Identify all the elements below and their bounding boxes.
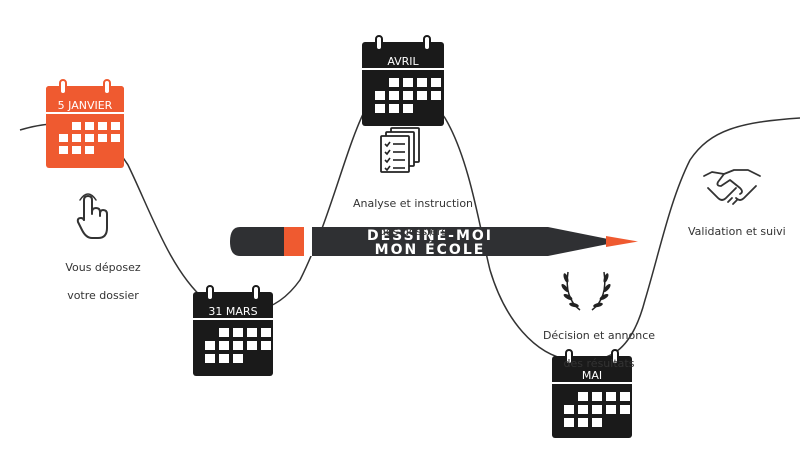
calendar-ring — [423, 35, 431, 51]
step-analysis-label: Analyse et instruction des dossiers — [340, 183, 486, 253]
calendar-ring — [59, 79, 67, 95]
calendar-ring — [103, 79, 111, 95]
step-decision-line2: des résultats — [563, 357, 635, 370]
step-decision-line1: Décision et annonce — [542, 329, 656, 342]
calendar-5-janvier: 5 JANVIER — [46, 79, 124, 168]
step-deposit-label: Vous déposez votre dossier — [50, 247, 156, 317]
handshake-icon — [703, 169, 761, 205]
timeline-curve — [19, 87, 800, 362]
pencil-band — [284, 227, 304, 256]
calendar-avril: AVRIL — [362, 35, 444, 126]
calendar-mai: MAI — [552, 349, 632, 438]
calendar-ring — [375, 35, 383, 51]
calendar-label: 5 JANVIER — [58, 99, 113, 112]
calendar-ring — [565, 349, 573, 365]
laurel-wreath-icon — [561, 271, 611, 311]
calendar-ring — [252, 285, 260, 301]
pencil-tip-lead — [606, 236, 638, 247]
calendar-ring — [206, 285, 214, 301]
pencil-tip-wood — [548, 227, 608, 256]
calendar-ring — [611, 349, 619, 365]
calendar-label: MAI — [582, 369, 602, 382]
calendar-31-mars: 31 MARS — [193, 285, 273, 376]
step-deposit-line2: votre dossier — [67, 289, 139, 302]
calendar-label: AVRIL — [387, 55, 419, 68]
hand-pointer-icon — [76, 193, 108, 239]
pencil-banner: DESSINE-MOI MON ÉCOLE — [230, 227, 638, 258]
step-validation-label: Validation et suivi — [688, 211, 800, 253]
calendar-label: 31 MARS — [208, 305, 257, 318]
step-decision-label: Décision et annonce des résultats — [528, 315, 670, 385]
step-validation-line1: Validation et suivi — [688, 225, 786, 238]
step-analysis-line1: Analyse et instruction — [352, 197, 474, 210]
step-deposit-line1: Vous déposez — [65, 261, 141, 274]
banner-line2: MON ÉCOLE — [375, 241, 486, 258]
step-analysis-line2: des dossiers — [378, 225, 448, 238]
documents-checklist-icon — [380, 127, 420, 173]
banner-line1: DESSINE-MOI — [367, 228, 493, 244]
